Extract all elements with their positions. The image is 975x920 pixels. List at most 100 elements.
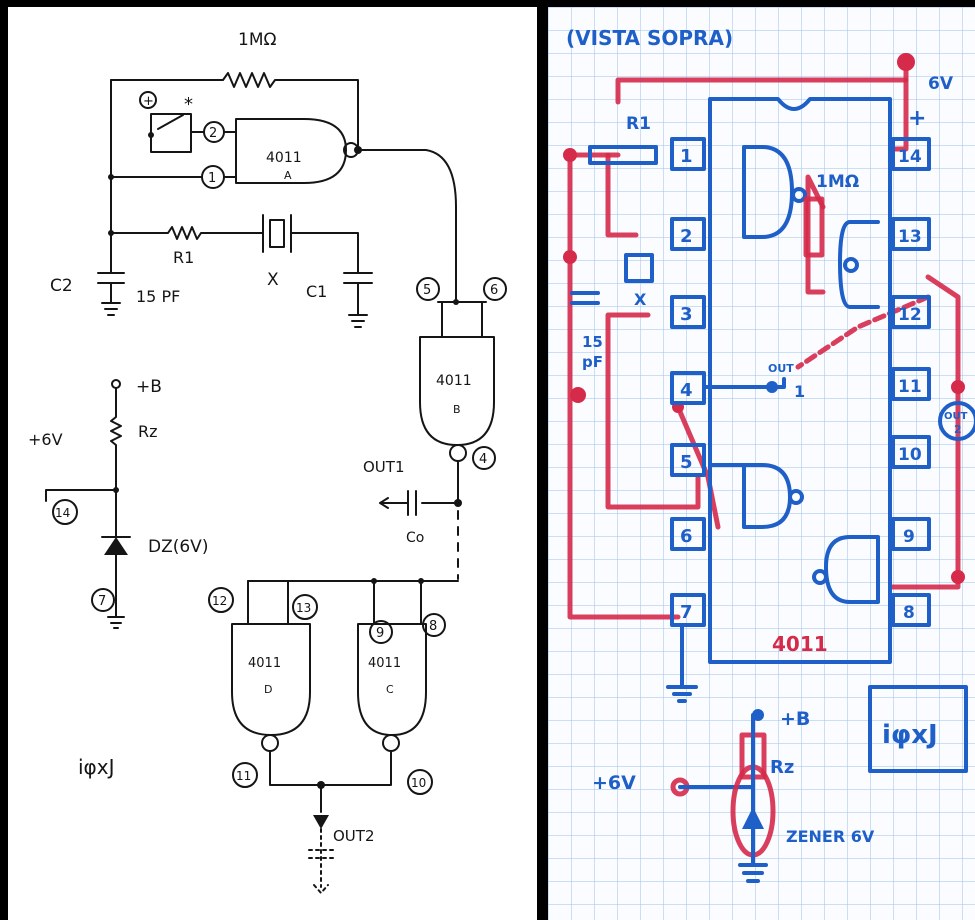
out2-num: 2 xyxy=(954,423,962,436)
rz-label: Rz xyxy=(138,422,158,441)
pin-8-label: 8 xyxy=(429,619,437,634)
co-capacitor xyxy=(379,490,459,516)
gate-d-bubble xyxy=(788,489,804,505)
gate-c-bubble xyxy=(812,569,828,585)
gate-c-body xyxy=(357,623,427,736)
pin-6-marker xyxy=(483,277,507,301)
pin-5-label: 5 xyxy=(423,283,431,298)
gate-b-sub: B xyxy=(453,403,461,416)
pin-left-6: 6 xyxy=(680,526,693,547)
gate-a-sub: A xyxy=(284,169,292,182)
pin-9-marker xyxy=(369,620,393,644)
gate-b-bubble xyxy=(449,444,467,462)
crystal-label: X xyxy=(634,290,647,309)
red-dashed xyxy=(795,294,931,370)
pin-13-marker xyxy=(292,594,318,620)
gate-c-symbol xyxy=(824,535,880,604)
pin-right-13: 13 xyxy=(898,227,922,247)
feedback-resistor-wire xyxy=(110,72,359,151)
plus-terminal xyxy=(139,91,157,109)
pin-box xyxy=(670,517,706,551)
schematic-drawing: 1MΩ 4011 A + * 2 1 R1 X C2 15 PF C1 5 6 … xyxy=(28,30,507,894)
gate-c-bubble xyxy=(382,734,400,752)
pin-right-14: 14 xyxy=(898,147,922,167)
pin-7-label: 7 xyxy=(98,594,106,609)
crystal xyxy=(624,253,654,283)
asterisk-label: * xyxy=(184,94,193,115)
pin-left-2: 2 xyxy=(680,226,693,247)
pin7-ground xyxy=(666,623,698,703)
pin-left-7: 7 xyxy=(680,602,693,623)
layout-drawing: (VISTA SOPRA) 4011 1 2 3 4 5 6 7 14 1 xyxy=(548,7,975,920)
r1-resistor xyxy=(110,226,254,240)
out2-marker xyxy=(938,401,975,441)
pin-5-marker xyxy=(416,277,440,301)
zener-wire xyxy=(101,536,131,629)
pin-11-marker xyxy=(232,762,258,788)
pin-right-8: 8 xyxy=(903,603,915,623)
top-view-title: (VISTA SOPRA) xyxy=(566,26,733,50)
pin-10-label: 10 xyxy=(411,776,426,790)
dz-label: DZ(6V) xyxy=(148,537,208,557)
junction xyxy=(453,299,459,305)
red-dot xyxy=(951,570,965,584)
r1-label: R1 xyxy=(173,248,194,267)
zener-diode xyxy=(104,537,128,555)
pin-10-marker xyxy=(407,769,433,795)
chip-label: 4011 xyxy=(772,632,828,656)
pin-box xyxy=(670,137,706,171)
c2-capacitor xyxy=(97,232,125,316)
zener-label: ZENER 6V xyxy=(786,827,875,846)
gate-a-body xyxy=(235,118,347,184)
switch-lever xyxy=(157,114,184,130)
pin-2-label: 2 xyxy=(209,126,217,141)
junction xyxy=(108,174,114,180)
out1-wire xyxy=(702,377,786,389)
gate-a-output-wire xyxy=(357,149,457,300)
pin-12-marker xyxy=(208,587,234,613)
pin-9-label: 9 xyxy=(376,626,384,641)
cap-15pf xyxy=(570,291,600,305)
red-dot xyxy=(563,148,577,162)
pin-11-label: 11 xyxy=(236,769,251,783)
pin-7-marker xyxy=(91,588,115,612)
plus-6v-label: +6V xyxy=(592,772,636,794)
c2-label: C2 xyxy=(50,276,73,296)
pin-right-12: 12 xyxy=(898,305,922,325)
right-pins xyxy=(891,137,931,627)
red-right-bus xyxy=(890,274,961,590)
r-1m-label: 1MΩ xyxy=(816,172,859,192)
red-pin3-link xyxy=(605,312,701,510)
co-label: Co xyxy=(406,530,424,546)
rz-resistor xyxy=(110,387,122,538)
layout-panel: (VISTA SOPRA) 4011 1 2 3 4 5 6 7 14 1 xyxy=(548,7,975,920)
junction xyxy=(354,146,362,154)
pin-13-label: 13 xyxy=(296,601,311,615)
red-left-loop xyxy=(567,152,681,620)
signature-left: iφxJ xyxy=(78,755,114,779)
gate-d-bubble xyxy=(261,734,279,752)
junction xyxy=(317,781,325,789)
out1-num: 1 xyxy=(794,382,805,401)
r-1m-resistor xyxy=(803,196,825,258)
supply-plus: + xyxy=(908,106,926,131)
gate-a-label: 4011 xyxy=(266,150,302,166)
gate-b-body xyxy=(419,336,495,446)
plus-b-label: +B xyxy=(780,708,810,730)
pin-box xyxy=(891,435,931,469)
output-join xyxy=(269,750,392,813)
out1-pad xyxy=(766,381,778,393)
gate-d-sub: D xyxy=(264,683,272,696)
feedback-resistor-label: 1MΩ xyxy=(238,30,276,50)
red-r1-down xyxy=(605,152,639,238)
red-dot xyxy=(570,387,586,403)
signature-box xyxy=(868,685,968,773)
pin-box xyxy=(670,295,706,329)
pin-14-marker xyxy=(52,499,78,525)
cap-15: 15 xyxy=(582,333,603,351)
out1-label: OUT1 xyxy=(363,458,405,476)
r1-resistor xyxy=(588,145,658,165)
out2-cap xyxy=(308,828,334,894)
plus-6v-label: +6V xyxy=(28,430,63,449)
pin-box xyxy=(891,517,931,551)
